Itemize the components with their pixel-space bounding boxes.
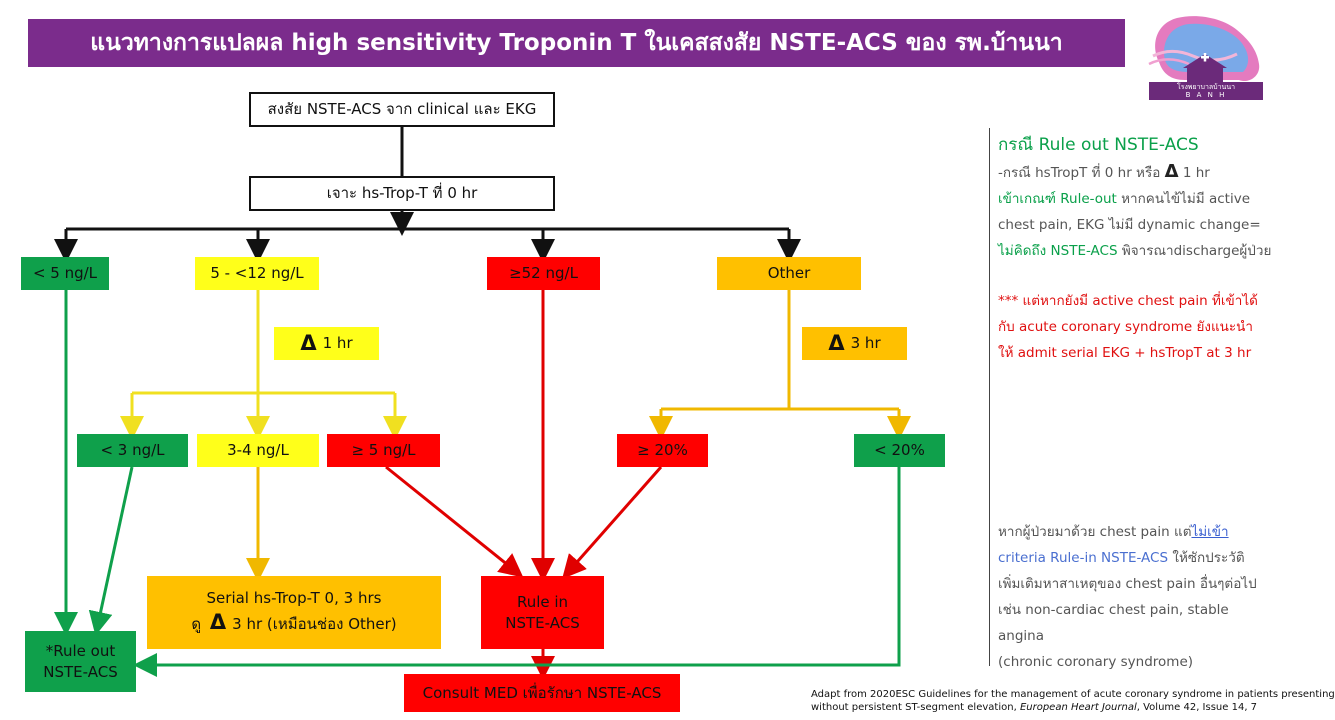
lt-5-ngl-box: < 5 ng/L — [21, 257, 109, 290]
delta-symbol: Δ — [209, 610, 227, 635]
consult-med-box: Consult MED เพื่อรักษา NSTE-ACS — [404, 674, 680, 712]
rule-out-line-2: NSTE-ACS — [43, 662, 118, 681]
serial-line-2-suffix: 3 hr (เหมือนช่อง Other) — [232, 615, 397, 634]
logo-icon — [1148, 16, 1263, 100]
rule-out-nste-acs-box: *Rule out NSTE-ACS — [25, 631, 136, 692]
rule-out-note-line-2: เข้าเกณฑ์ Rule-out หากคนไข้ไม่มี active — [998, 186, 1274, 212]
active-chest-pain-note: *** แต่หากยังมี active chest pain ที่เข้… — [998, 288, 1276, 366]
citation-line-2: without persistent ST-segment elevation,… — [811, 701, 1276, 714]
non-rule-in-note: หากผู้ป่วยมาด้วย chest pain แต่ไม่เข้า c… — [998, 519, 1276, 675]
ge-5-ngl-box: ≥ 5 ng/L — [327, 434, 440, 467]
rule-out-note-line-3: chest pain, EKG ไม่มี dynamic change= — [998, 217, 1261, 233]
delta-3hr-box: Δ 3 hr — [802, 327, 907, 360]
serial-hs-trop-t-box: Serial hs-Trop-T 0, 3 hrs ดู Δ 3 hr (เหมื… — [147, 576, 441, 649]
start-suspect-nste-acs-box: สงสัย NSTE-ACS จาก clinical และ EKG — [249, 92, 555, 127]
citation-line-1: Adapt from 2020ESC Guidelines for the ma… — [811, 689, 1335, 700]
not-meet-link[interactable]: ไม่เข้า — [1191, 524, 1229, 540]
non-rule-in-line-3: เพิ่มเติมหาสาเหตุของ chest pain อื่นๆต่อ… — [998, 576, 1257, 592]
non-rule-in-line-4: เช่น non-cardiac chest pain, stable angi… — [998, 602, 1229, 644]
5-to-12-ngl-box: 5 - <12 ng/L — [195, 257, 319, 290]
rule-in-nste-acs-box: Rule in NSTE-ACS — [481, 576, 604, 649]
citation-line-2a: without persistent ST-segment elevation, — [811, 702, 1017, 713]
rule-in-line-1: Rule in — [516, 593, 569, 612]
non-rule-in-line-2a: criteria Rule-in NSTE-ACS — [998, 550, 1169, 566]
active-chest-pain-line-1: *** แต่หากยังมี active chest pain ที่เข้… — [998, 293, 1258, 309]
page-title: แนวทางการแปลผล high sensitivity Troponin… — [28, 19, 1125, 67]
logo-text: โรงพยาบาลบ้านนา — [1176, 83, 1236, 91]
rule-out-note-line-4b: พิจารณาdischargeผู้ป่วย — [1121, 243, 1272, 259]
ge-20-percent-box: ≥ 20% — [617, 434, 708, 467]
lt-3-ngl-box: < 3 ng/L — [77, 434, 188, 467]
delta-symbol: Δ — [1164, 161, 1179, 182]
other-box: Other — [717, 257, 861, 290]
lt-20-percent-box: < 20% — [854, 434, 945, 467]
serial-line-2: ดู Δ 3 hr (เหมือนช่อง Other) — [191, 608, 396, 636]
draw-hs-trop-t-0hr-box: เจาะ hs-Trop-T ที่ 0 hr — [249, 176, 555, 211]
hospital-logo: โรงพยาบาลบ้านนา B A N H — [1145, 10, 1267, 102]
delta-1hr-label: 1 hr — [322, 334, 353, 353]
rule-out-note-line-1b: 1 hr — [1182, 165, 1210, 181]
rule-in-line-2: NSTE-ACS — [505, 613, 580, 632]
side-panel-separator — [989, 128, 990, 666]
rule-out-note-line-2a: เข้าเกณฑ์ Rule-out — [998, 191, 1117, 207]
logo-letters: B A N H — [1185, 91, 1227, 99]
non-rule-in-line-1: หากผู้ป่วยมาด้วย chest pain แต่ไม่เข้า — [998, 519, 1276, 545]
ge-52-ngl-box: ≥52 ng/L — [487, 257, 600, 290]
delta-1hr-box: Δ 1 hr — [274, 327, 379, 360]
non-rule-in-line-2: criteria Rule-in NSTE-ACS ให้ซักประวัติ — [998, 545, 1276, 571]
serial-line-2-prefix: ดู — [191, 615, 202, 634]
delta-symbol: Δ — [828, 331, 845, 356]
rule-out-note-heading: กรณี Rule out NSTE-ACS — [998, 135, 1199, 155]
active-chest-pain-line-3: ให้ admit serial EKG + hsTropT at 3 hr — [998, 345, 1252, 361]
3-to-4-ngl-box: 3-4 ng/L — [197, 434, 319, 467]
active-chest-pain-line-2: กับ acute coronary syndrome ยังแนะนำ — [998, 319, 1253, 335]
citation-line-2b: , Volume 42, Issue 14, 7 — [1136, 702, 1258, 713]
rule-out-note-line-1a: -กรณี hsTropT ที่ 0 hr หรือ — [998, 165, 1161, 181]
delta-3hr-label: 3 hr — [850, 334, 881, 353]
rule-out-note-line-1: -กรณี hsTropT ที่ 0 hr หรือ Δ 1 hr — [998, 159, 1274, 186]
citation: Adapt from 2020ESC Guidelines for the ma… — [811, 688, 1335, 714]
rule-out-note: กรณี Rule out NSTE-ACS -กรณี hsTropT ที่… — [998, 131, 1274, 264]
delta-symbol: Δ — [300, 331, 317, 356]
rule-out-line-1: *Rule out — [45, 642, 116, 661]
non-rule-in-line-1a: หากผู้ป่วยมาด้วย chest pain แต่ — [998, 524, 1192, 540]
non-rule-in-line-2b: ให้ซักประวัติ — [1172, 550, 1245, 566]
rule-out-note-line-4a: ไม่คิดถึง NSTE-ACS — [998, 243, 1118, 259]
citation-journal: European Heart Journal — [1019, 702, 1137, 713]
rule-out-note-line-4: ไม่คิดถึง NSTE-ACS พิจารณาdischargeผู้ป่… — [998, 238, 1274, 264]
rule-out-note-line-2b: หากคนไข้ไม่มี active — [1121, 191, 1250, 207]
serial-line-1: Serial hs-Trop-T 0, 3 hrs — [206, 589, 382, 608]
non-rule-in-line-5: (chronic coronary syndrome) — [998, 654, 1194, 670]
